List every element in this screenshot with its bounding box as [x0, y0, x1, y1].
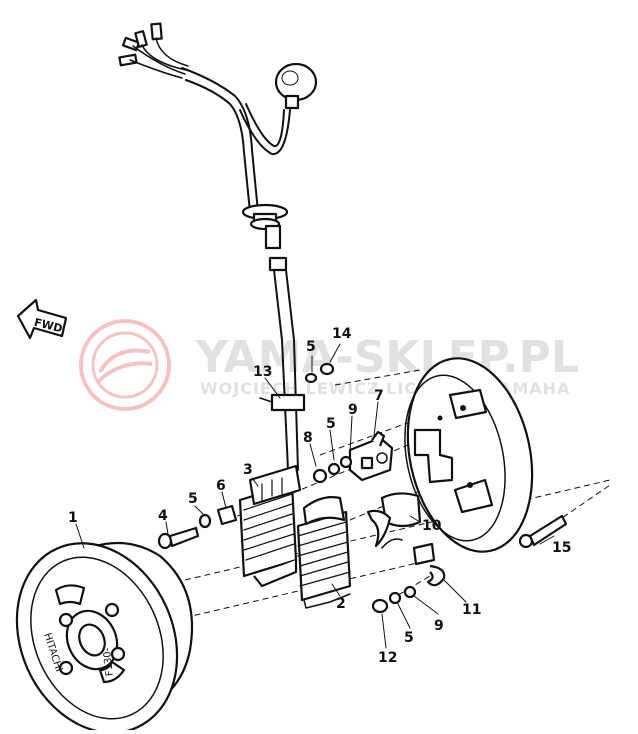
- washer-5d: [388, 591, 402, 605]
- washer-5b: [304, 372, 318, 384]
- charge-coil: [238, 464, 302, 588]
- callout-3: 3: [243, 462, 253, 478]
- callout-4: 4: [158, 508, 168, 524]
- screw-8: [312, 468, 328, 484]
- washer-9b: [403, 585, 417, 599]
- watermark-name: YAMA-SKLEP.PL: [195, 332, 579, 383]
- rotor-code-stamp: F130-: [102, 647, 116, 677]
- callout-5a: 5: [188, 491, 198, 507]
- callout-11: 11: [462, 602, 481, 618]
- callout-5b: 5: [306, 339, 316, 355]
- sensor-plug: [274, 62, 318, 110]
- callout-10: 10: [422, 518, 442, 534]
- washer-5c: [327, 462, 341, 476]
- pickup-assembly: [348, 430, 394, 482]
- callout-2: 2: [336, 596, 346, 612]
- callout-9b: 9: [434, 618, 444, 634]
- wire-harness: [118, 22, 318, 471]
- watermark-subline: WOJCIECH LEWICZ LICEALNA YAMAHA: [200, 379, 570, 398]
- callout-5c: 5: [326, 416, 336, 432]
- callout-5d: 5: [404, 630, 414, 646]
- leader-lines: [75, 343, 555, 649]
- callout-15: 15: [552, 540, 571, 556]
- callout-14: 14: [332, 326, 352, 342]
- bolt-15: [518, 514, 568, 549]
- callout-6: 6: [216, 478, 226, 494]
- screw-4: [157, 526, 200, 550]
- callout-7: 7: [374, 388, 384, 404]
- lead-terminal: [412, 542, 446, 587]
- screw-14: [319, 362, 335, 376]
- washer-9a: [339, 455, 353, 469]
- callout-13: 13: [253, 364, 272, 380]
- wire-clamp: [259, 393, 306, 412]
- condenser: [366, 492, 422, 549]
- forward-arrow: FWD: [16, 298, 68, 340]
- washer-5a: [198, 513, 212, 529]
- watermark-logo: [79, 319, 171, 411]
- callout-9a: 9: [348, 402, 358, 418]
- flywheel-rotor: HITACHI F130-: [15, 541, 194, 734]
- harness-grommet: [241, 203, 289, 250]
- fasteners: [157, 362, 568, 614]
- lighting-coil: [296, 496, 352, 609]
- callout-numbers: 1 2 3 4 5 5 5 6 7 8 9 9 10 11 12 13 14 1…: [68, 326, 571, 666]
- lead-clamp-6: [216, 504, 238, 526]
- stator-base-plate: [404, 357, 534, 553]
- callout-12: 12: [378, 650, 397, 666]
- callout-8: 8: [303, 430, 313, 446]
- callout-1: 1: [68, 510, 78, 526]
- screw-12: [371, 598, 389, 614]
